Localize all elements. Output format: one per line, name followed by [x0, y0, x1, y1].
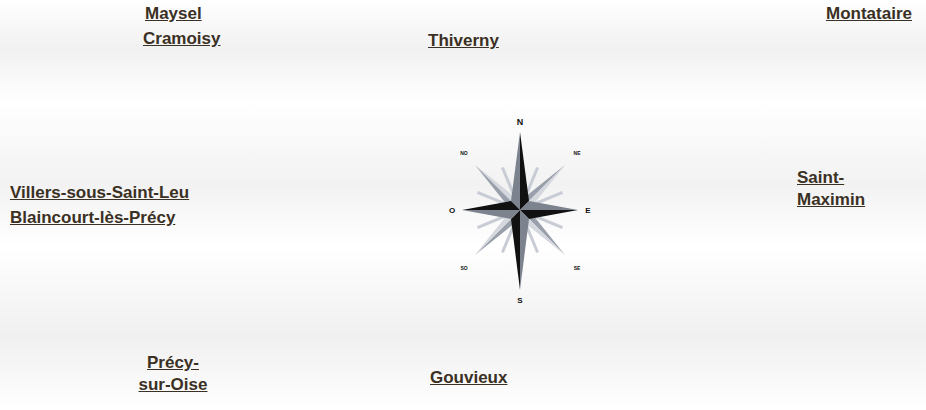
town-name: Villers-sous-Saint-Leu — [10, 182, 189, 204]
town-name: Gouvieux — [430, 367, 507, 389]
town-name: Maysel — [145, 3, 202, 25]
town-name: Cramoisy — [143, 28, 220, 50]
town-name: Précy-sur-Oise — [133, 352, 213, 396]
town-name: Montataire — [826, 3, 912, 25]
compass-letter: SO — [460, 266, 467, 271]
compass-letter: NE — [574, 151, 581, 156]
town-name: Thiverny — [428, 30, 499, 52]
compass-letter: N — [517, 118, 524, 127]
compass-letter: SE — [574, 266, 581, 271]
compass-letter: S — [517, 297, 522, 305]
compass-letter: O — [449, 207, 455, 215]
town-name: Blaincourt-lès-Précy — [10, 207, 175, 229]
compass-letter: E — [585, 207, 590, 215]
compass-letter: NO — [460, 151, 468, 156]
town-name: Saint-Maximin — [797, 167, 877, 211]
